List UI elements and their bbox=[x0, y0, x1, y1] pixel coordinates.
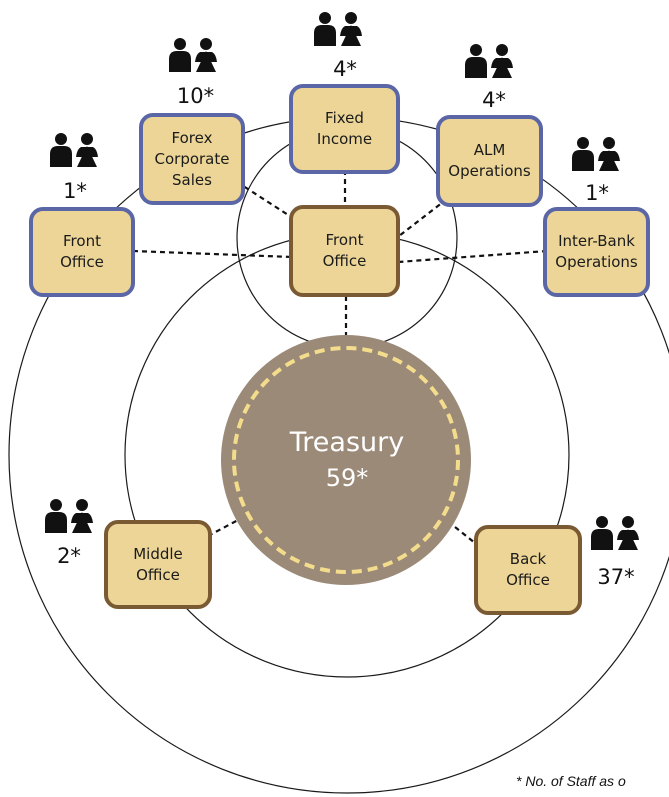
two-people-icon bbox=[314, 12, 362, 46]
two-people-icon bbox=[591, 516, 639, 550]
footnote: * No. of Staff as o bbox=[516, 773, 626, 789]
node-back-office[interactable]: Back Office bbox=[474, 525, 582, 615]
connector-inter-bank bbox=[397, 249, 548, 264]
node-forex-corporate-sales[interactable]: Forex Corporate Sales bbox=[139, 113, 245, 205]
node-fixed-income[interactable]: Fixed Income bbox=[289, 84, 400, 174]
node-label: Fixed Income bbox=[316, 109, 373, 148]
two-people-icon bbox=[465, 44, 513, 78]
staff-count-inter-bank: 1* bbox=[585, 181, 609, 205]
node-label: ALM Operations bbox=[448, 141, 531, 180]
node-label: Front Office bbox=[60, 232, 104, 271]
node-label: Inter-Bank Operations bbox=[555, 232, 638, 271]
staff-count-alm: 4* bbox=[482, 88, 506, 112]
two-people-icon bbox=[50, 133, 98, 167]
staff-count-forex: 10* bbox=[176, 84, 215, 108]
node-label: Back Office bbox=[506, 550, 550, 589]
connector-alm bbox=[398, 198, 448, 237]
staff-count-fixed-income: 4* bbox=[333, 57, 357, 81]
staff-count-middle-office: 2* bbox=[57, 544, 81, 568]
node-front-office-left[interactable]: Front Office bbox=[29, 207, 135, 297]
staff-count-front-office: 1* bbox=[63, 179, 87, 203]
treasury-circle bbox=[221, 335, 471, 585]
staff-count-back-office: 37* bbox=[597, 565, 635, 589]
connector-forex bbox=[236, 181, 297, 221]
connector-middle-office bbox=[207, 518, 241, 537]
node-label: Front Office bbox=[322, 231, 367, 270]
node-label: Forex Corporate Sales bbox=[154, 128, 230, 189]
connector-front-office-left bbox=[132, 249, 293, 259]
connectors bbox=[132, 170, 548, 548]
node-alm-operations[interactable]: ALM Operations bbox=[436, 115, 543, 207]
node-label: Middle Office bbox=[133, 544, 183, 584]
treasury-dashed-ring bbox=[232, 346, 460, 574]
node-middle-office[interactable]: Middle Office bbox=[104, 520, 212, 609]
node-front-office-hub[interactable]: Front Office bbox=[289, 205, 400, 297]
two-people-icon bbox=[169, 38, 217, 72]
two-people-icon bbox=[572, 137, 620, 171]
node-inter-bank-operations[interactable]: Inter-Bank Operations bbox=[543, 207, 650, 297]
two-people-icon bbox=[45, 499, 93, 533]
